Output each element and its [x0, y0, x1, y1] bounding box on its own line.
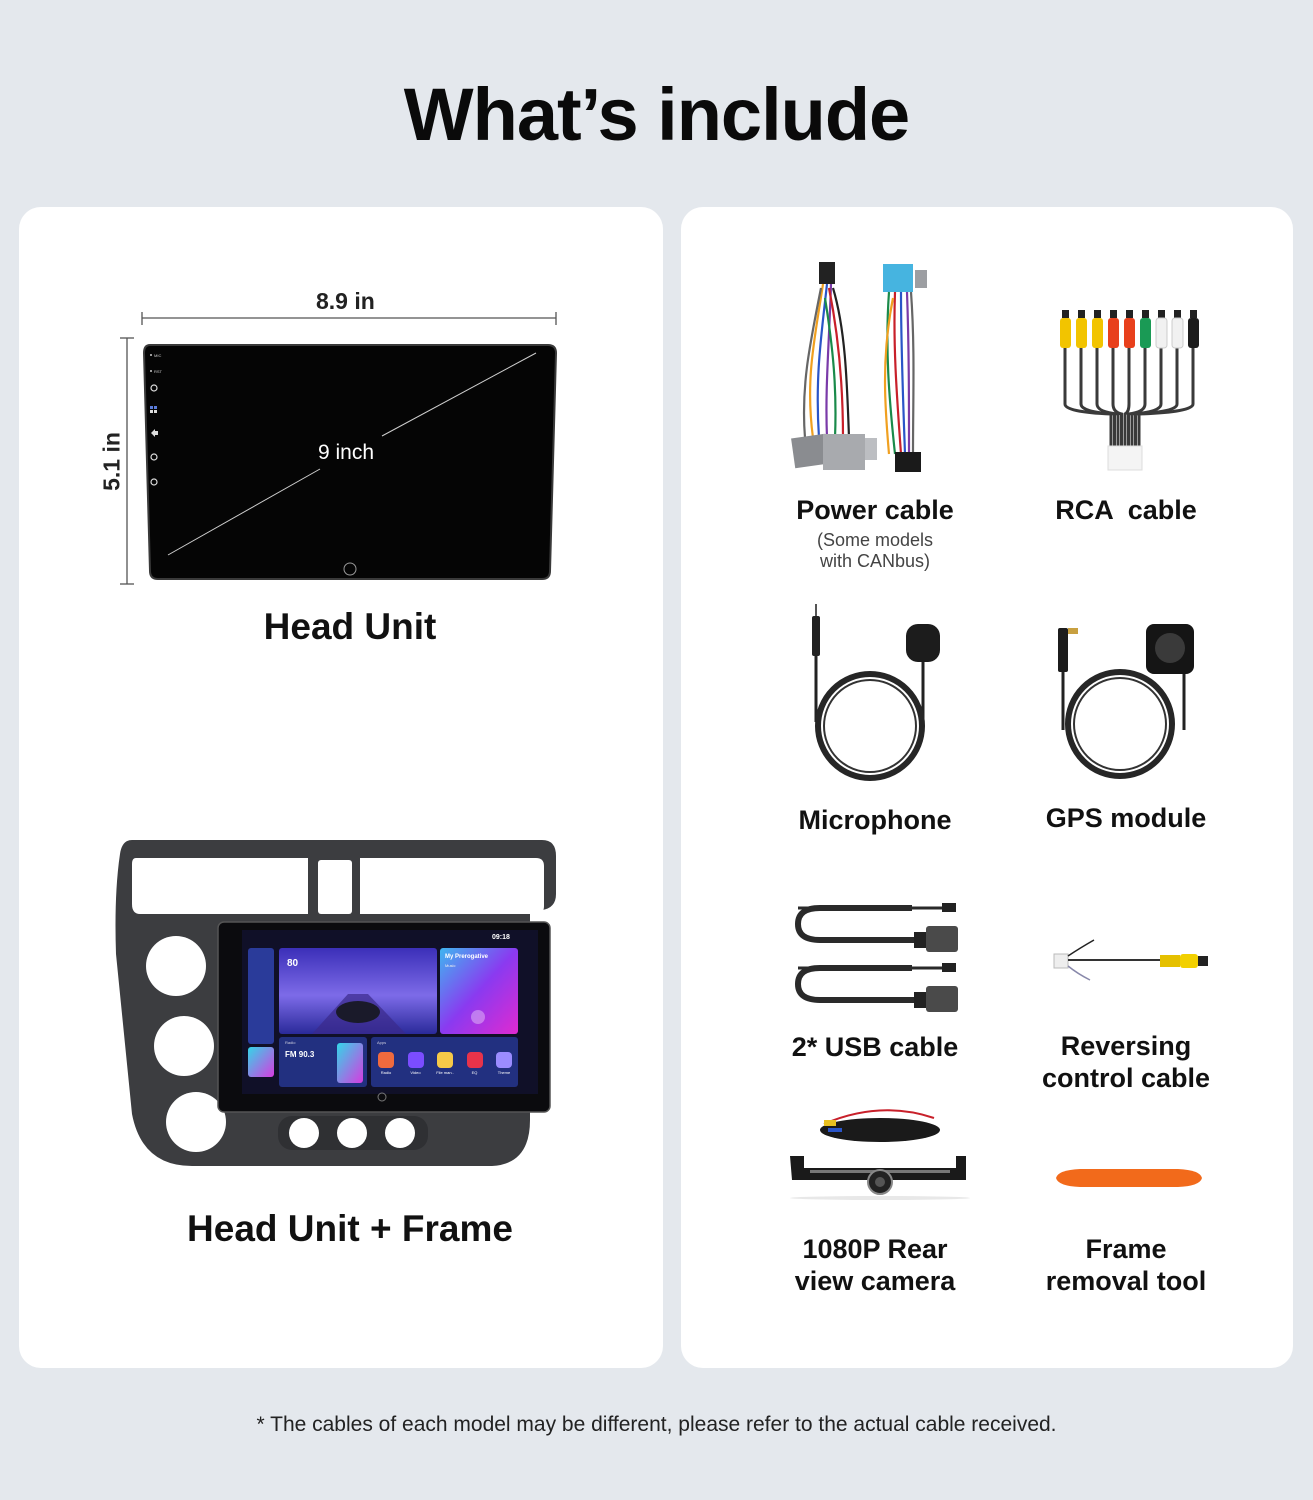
radio-label: Radio — [285, 1040, 296, 1045]
rca-plug — [1137, 310, 1199, 446]
rca-plug — [1108, 310, 1123, 446]
usb-cable-image — [794, 903, 958, 1012]
removal-tool-label: Frame removal tool — [1045, 1234, 1207, 1296]
rca-plug — [1123, 310, 1135, 446]
app-icon-label: File man.. — [436, 1070, 454, 1075]
usb-cable-label: 2* USB cable — [791, 1032, 959, 1062]
head-unit-frame-caption: Head Unit + Frame — [187, 1208, 513, 1249]
app-icon-file-man[interactable]: File man.. — [433, 1052, 457, 1075]
gps-module-image — [1058, 624, 1194, 779]
rca-plug — [1127, 310, 1151, 446]
rca-plug — [1134, 310, 1184, 446]
dimension-lines — [120, 312, 557, 585]
power-cable-label: Power cable — [796, 495, 954, 525]
app-icon-label: Theme — [497, 1070, 511, 1075]
rca-cable-label: RCA cable — [1055, 495, 1197, 525]
app-icon-theme[interactable]: Theme — [492, 1052, 516, 1075]
app-icon-video[interactable]: Video — [404, 1052, 428, 1075]
svg-text:MIC: MIC — [154, 353, 161, 358]
gps-module-label: GPS module — [1045, 803, 1207, 833]
side-button-icons: MIC RST — [150, 353, 163, 486]
page-title: What’s include — [403, 73, 910, 156]
rca-plug — [1130, 310, 1168, 446]
width-label: 8.9 in — [316, 288, 375, 314]
power-cable-image — [791, 262, 927, 472]
app-icon-label: Radio — [380, 1070, 392, 1075]
app-icon-glyph — [378, 1052, 394, 1068]
reversing-cable-image — [1053, 939, 1208, 981]
rca-connector — [1107, 445, 1143, 471]
app-icon-label: EQ — [471, 1070, 478, 1075]
microphone-image — [812, 604, 940, 781]
app-icon-glyph — [496, 1052, 512, 1068]
accessories-panel — [681, 207, 1293, 1368]
status-time: 09:18 — [492, 934, 510, 941]
svg-text:RST: RST — [154, 369, 163, 374]
removal-tool-image — [1056, 1169, 1202, 1187]
app-icon-radio[interactable]: Radio — [374, 1052, 398, 1075]
app-dock: Radio Video File man.. EQ Theme — [374, 1052, 516, 1075]
rca-cable-image — [1060, 310, 1199, 471]
head-unit-image: MIC RST 9 inch — [142, 343, 558, 581]
microphone-label: Microphone — [798, 805, 952, 835]
reversing-cable-label: Reversing control cable — [1041, 1031, 1211, 1093]
rear-camera-image — [790, 1109, 970, 1200]
rear-camera-label: 1080P Rear view camera — [794, 1234, 956, 1296]
app-icon-glyph — [437, 1052, 453, 1068]
app-icon-eq[interactable]: EQ — [463, 1052, 487, 1075]
power-cable-sublabel: (Some models with CANbus) — [816, 530, 934, 571]
app-icon-glyph — [407, 1052, 424, 1068]
app-icon-label: Video — [410, 1070, 421, 1075]
music-subtitle: Music — [445, 963, 456, 968]
radio-station: FM 90.3 — [285, 1050, 315, 1059]
apps-label: Apps — [377, 1040, 387, 1045]
logo-icon — [343, 562, 357, 576]
head-unit-caption: Head Unit — [263, 606, 437, 647]
height-label: 5.1 in — [98, 432, 125, 491]
diagonal-label: 9 inch — [318, 441, 375, 464]
speed-value: 80 — [287, 958, 299, 969]
footnote: * The cables of each model may be differ… — [256, 1413, 1057, 1436]
head-unit-frame-image: 80 09:18 My Prerogative Music Radio FM 9… — [112, 834, 560, 1174]
app-icon-glyph — [466, 1052, 483, 1068]
music-title: My Prerogative — [445, 954, 489, 960]
